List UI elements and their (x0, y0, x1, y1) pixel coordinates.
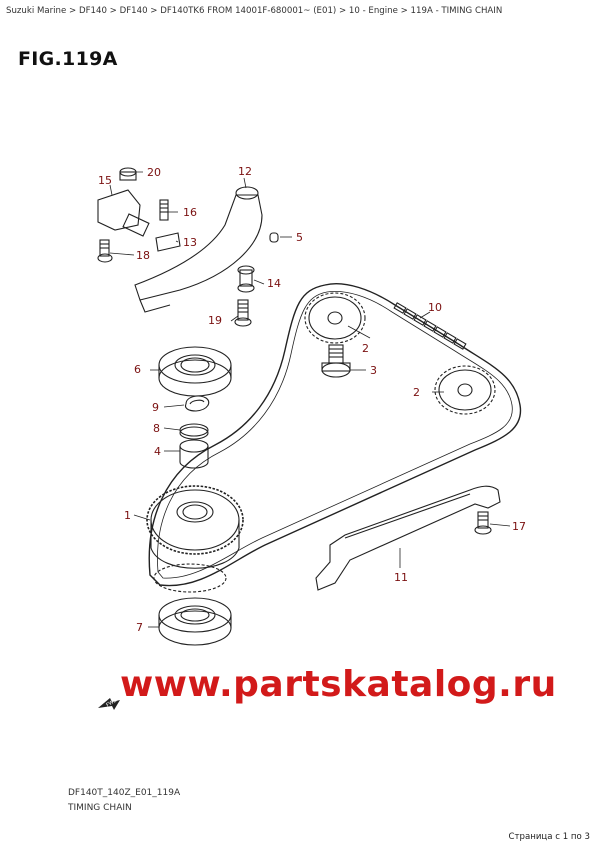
callout-labels: 1 2 2 3 4 5 6 7 8 9 10 11 12 13 14 15 16… (98, 165, 526, 634)
watermark: www.partskatalog.ru (120, 664, 557, 705)
washer (179, 423, 209, 440)
callout-4: 4 (154, 445, 161, 458)
callout-10: 10 (428, 301, 442, 314)
callout-2-upper: 2 (362, 342, 369, 355)
callout-17: 17 (512, 520, 526, 533)
leader-lines (109, 171, 511, 628)
callout-12: 12 (238, 165, 252, 178)
callout-20: 20 (147, 166, 161, 179)
page-indicator: Страница с 1 по 3 (508, 832, 590, 842)
guide-bolt (474, 511, 492, 535)
callout-9: 9 (152, 401, 159, 414)
callout-15: 15 (98, 174, 112, 187)
diagram-code: DF140T_140Z_E01_119A (68, 788, 181, 798)
fwd-arrow-icon: FWD (98, 697, 120, 710)
arm-bolt (234, 299, 252, 327)
callout-1: 1 (124, 509, 131, 522)
callout-5: 5 (296, 231, 303, 244)
chain-guide (315, 485, 501, 591)
timing-chain (148, 283, 522, 587)
callout-19: 19 (208, 314, 222, 327)
tensioner-bolt (97, 239, 113, 263)
tensioner-nut (119, 167, 137, 181)
callout-18: 18 (136, 249, 150, 262)
callout-8: 8 (153, 422, 160, 435)
camshaft-sprocket-upper (304, 292, 366, 344)
callout-3: 3 (370, 364, 377, 377)
callout-16: 16 (183, 206, 197, 219)
pivot-bolt (237, 265, 255, 293)
callout-7: 7 (136, 621, 143, 634)
tensioner-gasket (155, 232, 181, 252)
diagram-caption: TIMING CHAIN (68, 803, 132, 813)
callout-14: 14 (267, 277, 281, 290)
callout-6: 6 (134, 363, 141, 376)
tensioner-arm (134, 186, 263, 313)
snap-ring (184, 395, 210, 412)
breadcrumb[interactable]: Suzuki Marine > DF140 > DF140 > DF140TK6… (6, 6, 503, 16)
idler-gear (146, 485, 244, 593)
tensioner-stud (159, 199, 169, 221)
callout-13: 13 (183, 236, 197, 249)
figure-title: FIG.119A (18, 48, 118, 70)
bearing-upper (158, 346, 232, 397)
callout-11: 11 (394, 571, 408, 584)
camshaft-sprocket-right (434, 365, 496, 415)
callout-2-right: 2 (413, 386, 420, 399)
svg-text:FWD: FWD (105, 697, 118, 708)
bearing-lower (158, 597, 232, 646)
bushing (179, 439, 209, 469)
chain-tensioner (97, 189, 150, 237)
dowel-pin (269, 232, 279, 243)
sprocket-bolt (321, 344, 351, 378)
